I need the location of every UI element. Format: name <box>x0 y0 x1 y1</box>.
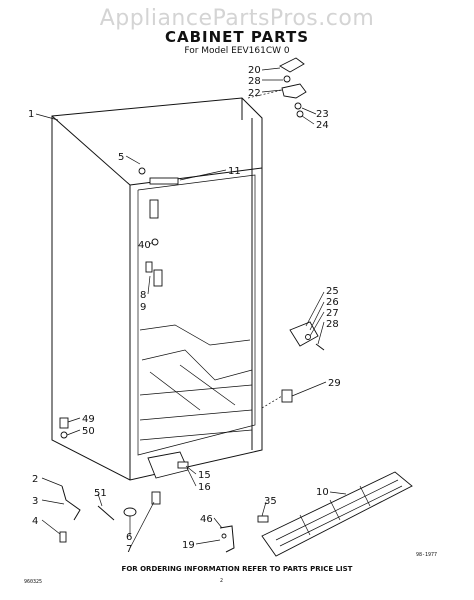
top-hinge-assembly <box>247 57 307 118</box>
callout-9: 9 <box>140 302 146 313</box>
callout-46: 46 <box>200 514 213 525</box>
callout-50: 50 <box>82 426 95 437</box>
callout-28: 28 <box>248 76 261 87</box>
callout-15: 15 <box>198 470 211 481</box>
callout-2: 2 <box>32 474 38 485</box>
callout-1: 1 <box>28 109 34 120</box>
callout-20: 20 <box>248 65 261 76</box>
callout-49: 49 <box>82 414 95 425</box>
left-code: 960325 <box>24 579 43 585</box>
page-title: CABINET PARTS <box>164 28 310 46</box>
callout-35: 35 <box>264 496 277 507</box>
callout-40: 40 <box>138 240 151 251</box>
callout-11: 11 <box>228 166 241 177</box>
callout-7: 7 <box>126 544 132 555</box>
callout-3: 3 <box>32 496 38 507</box>
callout-22: 22 <box>248 88 261 99</box>
page-number: 2 <box>220 578 224 584</box>
callout-5: 5 <box>118 152 124 163</box>
inner-hardware <box>138 167 179 287</box>
right-code: 98-1977 <box>416 552 438 558</box>
callout-23: 23 <box>316 109 329 120</box>
leader-lines <box>35 67 347 549</box>
callout-19: 19 <box>182 540 195 551</box>
callout-4: 4 <box>32 516 38 527</box>
callout-29: 29 <box>328 378 341 389</box>
leveling-legs <box>59 417 115 543</box>
door-stop-bracket <box>261 321 325 409</box>
callout-26: 26 <box>326 297 339 308</box>
cabinet-shell <box>51 97 263 481</box>
watermark: AppliancePartsPros.com <box>99 6 375 31</box>
bottom-hardware <box>123 451 269 553</box>
callout-10: 10 <box>316 487 329 498</box>
callout-28b: 28 <box>326 319 339 330</box>
callout-6: 6 <box>126 532 132 543</box>
callout-51: 51 <box>94 488 107 499</box>
callout-labels: 1 5 11 20 28 22 23 24 40 8 9 25 26 27 28… <box>28 65 341 555</box>
ordering-note: FOR ORDERING INFORMATION REFER TO PARTS … <box>121 565 353 573</box>
callout-25: 25 <box>326 286 339 297</box>
callout-8: 8 <box>140 290 146 301</box>
model-line: For Model EEV161CW 0 <box>184 46 290 56</box>
callout-16: 16 <box>198 482 211 493</box>
toe-grille <box>261 471 413 557</box>
callout-27: 27 <box>326 308 339 319</box>
callout-24: 24 <box>316 120 329 131</box>
